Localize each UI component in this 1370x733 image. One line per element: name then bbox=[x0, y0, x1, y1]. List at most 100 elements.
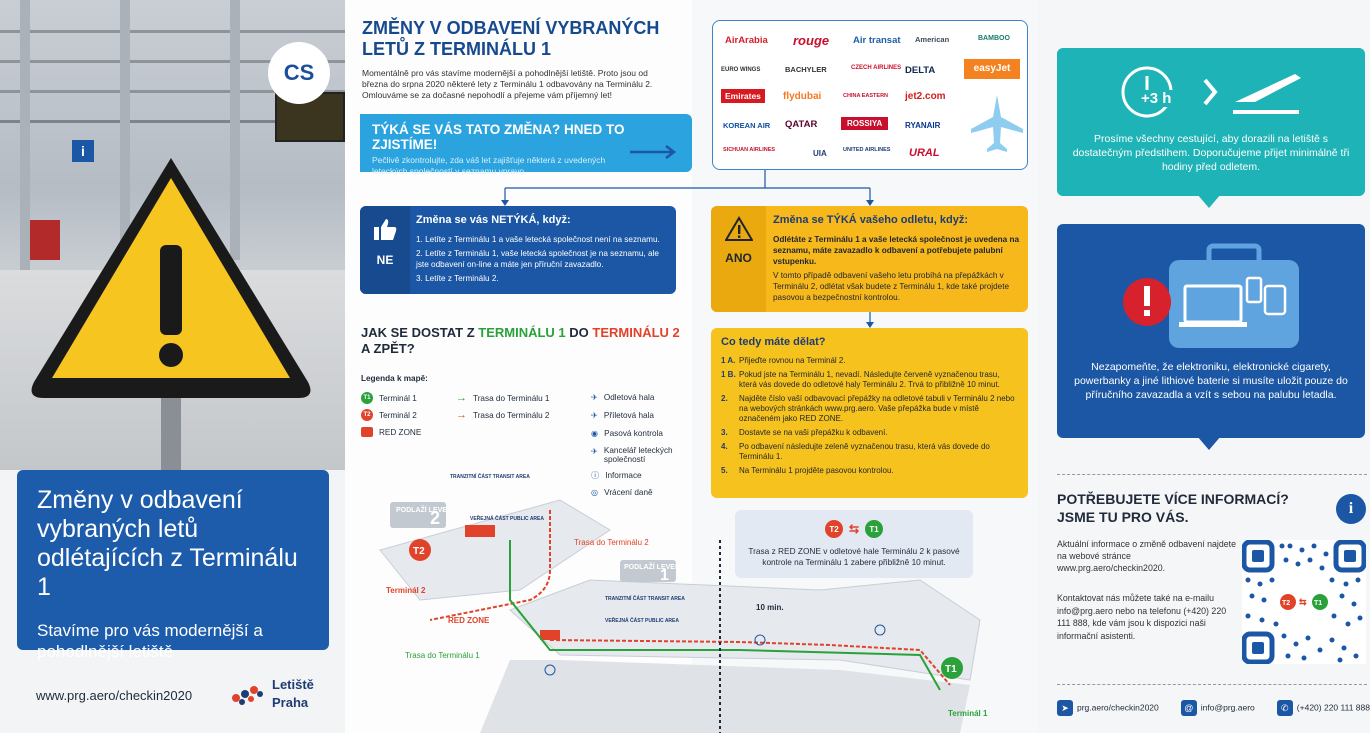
step-text: Pokud jste na Terminálu 1, nevadí. Násle… bbox=[739, 370, 1000, 389]
step-number: 3. bbox=[721, 428, 728, 437]
legend-t1: Terminál 1 bbox=[379, 393, 417, 403]
airplane-icon bbox=[971, 95, 1023, 152]
airline-logo: ROSSIYA bbox=[841, 117, 889, 130]
send-icon: ➤ bbox=[1057, 700, 1073, 716]
step-number: 2. bbox=[721, 394, 728, 403]
level-1-number: 1 bbox=[660, 567, 669, 584]
affected-badge: ANO bbox=[711, 206, 766, 312]
cover-url[interactable]: www.prg.aero/checkin2020 bbox=[36, 688, 193, 703]
airline-logo: Emirates bbox=[721, 89, 765, 103]
t2-marker-icon bbox=[409, 539, 431, 561]
walk-time-label: 10 min. bbox=[756, 603, 784, 612]
warning-icon bbox=[723, 216, 754, 241]
question-subtext: Pečlivě zkontrolujte, zda váš let zajišť… bbox=[372, 155, 606, 176]
prague-logo-icon bbox=[232, 686, 263, 705]
battery-rules-box: Nezapomeňte, že elektroniku, elektronick… bbox=[1057, 224, 1365, 450]
legend-t2: Terminál 2 bbox=[379, 410, 417, 420]
not-affected-badge: NE bbox=[360, 206, 410, 294]
footer-mail[interactable]: @info@prg.aero bbox=[1180, 700, 1255, 716]
qr-t1-label: T1 bbox=[1314, 600, 1322, 607]
step-item: 4. Po odbavení následujte zeleně vyznačen… bbox=[721, 442, 1018, 462]
office-icon: ✈ bbox=[591, 447, 598, 456]
luggage-electronics-icon bbox=[1123, 243, 1299, 348]
terminal-map: PODLAŽÍ LEVEL 2 PODLAŽÍ LEVEL 1 TRANZITN… bbox=[379, 472, 988, 733]
arrival-text: Prosíme všechny cestující, aby dorazili … bbox=[1072, 133, 1350, 173]
callout-tail bbox=[1197, 436, 1221, 450]
divider bbox=[1057, 474, 1367, 475]
info-icon: ⓘ bbox=[591, 471, 600, 480]
legend-office: Kancelář leteckých společností bbox=[603, 446, 673, 464]
transfer-box: T2 ⇆ T1 Trasa z RED ZONE v odletové hale… bbox=[735, 510, 973, 578]
arrival-icon: ✈ bbox=[591, 411, 598, 420]
legend-route-t1: Trasa do Terminálu 1 bbox=[473, 393, 550, 403]
level-2-number: 2 bbox=[430, 508, 440, 528]
affected-text-2: V tomto případě odbavení vašeho letu pro… bbox=[773, 271, 1010, 302]
not-affected-box: NE Změna se vás NETÝKÁ, když: 1. Letíte … bbox=[360, 206, 676, 294]
airline-logo: flydubai bbox=[783, 91, 822, 102]
footer-phone[interactable]: ✆(+420) 220 111 888 bbox=[1276, 700, 1370, 716]
footer-web[interactable]: ➤ prg.aero/checkin2020 bbox=[1057, 700, 1159, 716]
airline-logo: CHINA EASTERN bbox=[843, 93, 889, 99]
airline-logo: BACHYLER bbox=[785, 65, 827, 74]
airline-logo: UIA bbox=[813, 149, 827, 158]
airline-logo: jet2.com bbox=[905, 91, 946, 102]
terminal-2-label: Terminál 2 bbox=[386, 586, 426, 595]
page-title: ZMĚNY V ODBAVENÍ VYBRANÝCH LETŮ Z TERMIN… bbox=[362, 18, 660, 59]
callout-tail bbox=[1197, 194, 1221, 208]
t1-marker-label: T1 bbox=[945, 664, 957, 675]
footer-mail-text: info@prg.aero bbox=[1200, 702, 1255, 713]
transit-area-label: TRANZITNÍ ČÁST TRANSIT AREA bbox=[450, 472, 530, 480]
airline-logo: EURO WINGS bbox=[721, 67, 761, 73]
red-zone-swatch-icon bbox=[361, 427, 373, 437]
not-affected-label: NE bbox=[376, 253, 394, 267]
intro-text: Momentálně pro vás stavíme modernější a … bbox=[362, 68, 653, 100]
legend-title: Legenda k mapě: bbox=[361, 374, 428, 383]
step-text: Po odbavení následujte zeleně vyznačenou… bbox=[739, 442, 990, 461]
info-circle-icon: i bbox=[1336, 494, 1366, 524]
airline-logo: AirArabia bbox=[725, 35, 768, 46]
thumbs-up-icon bbox=[374, 219, 397, 240]
step-text: Najděte číslo vaší odbavovací přepážky n… bbox=[739, 394, 1015, 423]
step-text: Na Terminálu 1 projděte pasovou kontrolo… bbox=[739, 466, 894, 475]
logo-line2: Praha bbox=[272, 695, 309, 710]
tax-refund-icon: ◎ bbox=[591, 488, 599, 497]
question-banner: TÝKÁ SE VÁS TATO ZMĚNA? HNED TO ZJISTÍME… bbox=[360, 114, 692, 176]
contact-title: POTŘEBUJETE VÍCE INFORMACÍ? JSME TU PRO … bbox=[1057, 491, 1289, 525]
what-to-do-heading: Co tedy máte dělat? bbox=[721, 336, 826, 348]
step-number: 1 B. bbox=[721, 370, 736, 379]
t2-dot-icon: T2 bbox=[825, 520, 843, 538]
airline-logo: SICHUAN AIRLINES bbox=[723, 147, 776, 153]
step-item: 5.Na Terminálu 1 projděte pasovou kontro… bbox=[721, 466, 1018, 476]
airline-list: AirArabia rouge Air transat American BAM… bbox=[712, 20, 1028, 170]
legend-info: Informace bbox=[605, 470, 642, 480]
airline-logo: easyJet bbox=[964, 59, 1020, 79]
legend-arrival: Příletová hala bbox=[603, 410, 654, 420]
airline-logo: UNITED AIRLINES bbox=[843, 147, 891, 153]
step-item: 3.Dostavte se na vaši přepážku k odbaven… bbox=[721, 428, 1018, 438]
qr-code[interactable]: T2 ⇆ T1 bbox=[1242, 540, 1366, 664]
phone-icon: ✆ bbox=[1276, 700, 1293, 716]
legend-red-zone: RED ZONE bbox=[379, 427, 422, 437]
battery-text: Nezapomeňte, že elektroniku, elektronick… bbox=[1074, 361, 1348, 401]
contact-web-text: Aktuální informace o změně odbavení najd… bbox=[1057, 539, 1236, 573]
svg-text:⇆: ⇆ bbox=[1299, 597, 1307, 607]
affected-box: ANO Změna se TÝKÁ vašeho odletu, když: O… bbox=[711, 206, 1028, 312]
airline-logo: KOREAN AIR bbox=[723, 121, 771, 130]
directions-title-part: A ZPĚT? bbox=[361, 341, 415, 356]
directions-title: JAK SE DOSTAT Z TERMINÁLU 1 DO TERMINÁLU… bbox=[361, 325, 681, 357]
departure-icon: ✈ bbox=[591, 393, 598, 402]
directions-title-part: JAK SE DOSTAT Z bbox=[361, 325, 479, 340]
terminal-1-label: Terminál 1 bbox=[948, 709, 988, 718]
step-text: Přijeďte rovnou na Terminál 2. bbox=[739, 356, 846, 365]
qr-t2-label: T2 bbox=[1282, 600, 1290, 607]
step-number: 4. bbox=[721, 442, 728, 451]
footer-web-text: prg.aero/checkin2020 bbox=[1077, 702, 1159, 713]
question-heading: TÝKÁ SE VÁS TATO ZMĚNA? HNED TO ZJISTÍME… bbox=[372, 122, 625, 152]
directions-title-t1: TERMINÁLU 1 bbox=[478, 325, 566, 340]
red-arrow-icon: → bbox=[456, 409, 467, 421]
airline-logo: RYANAIR bbox=[905, 121, 941, 130]
red-zone-label: RED ZONE bbox=[448, 616, 490, 625]
directions-title-part: DO bbox=[565, 325, 593, 340]
level-1-label: PODLAŽÍ LEVEL bbox=[624, 562, 680, 571]
passport-icon: ◉ bbox=[591, 429, 599, 438]
